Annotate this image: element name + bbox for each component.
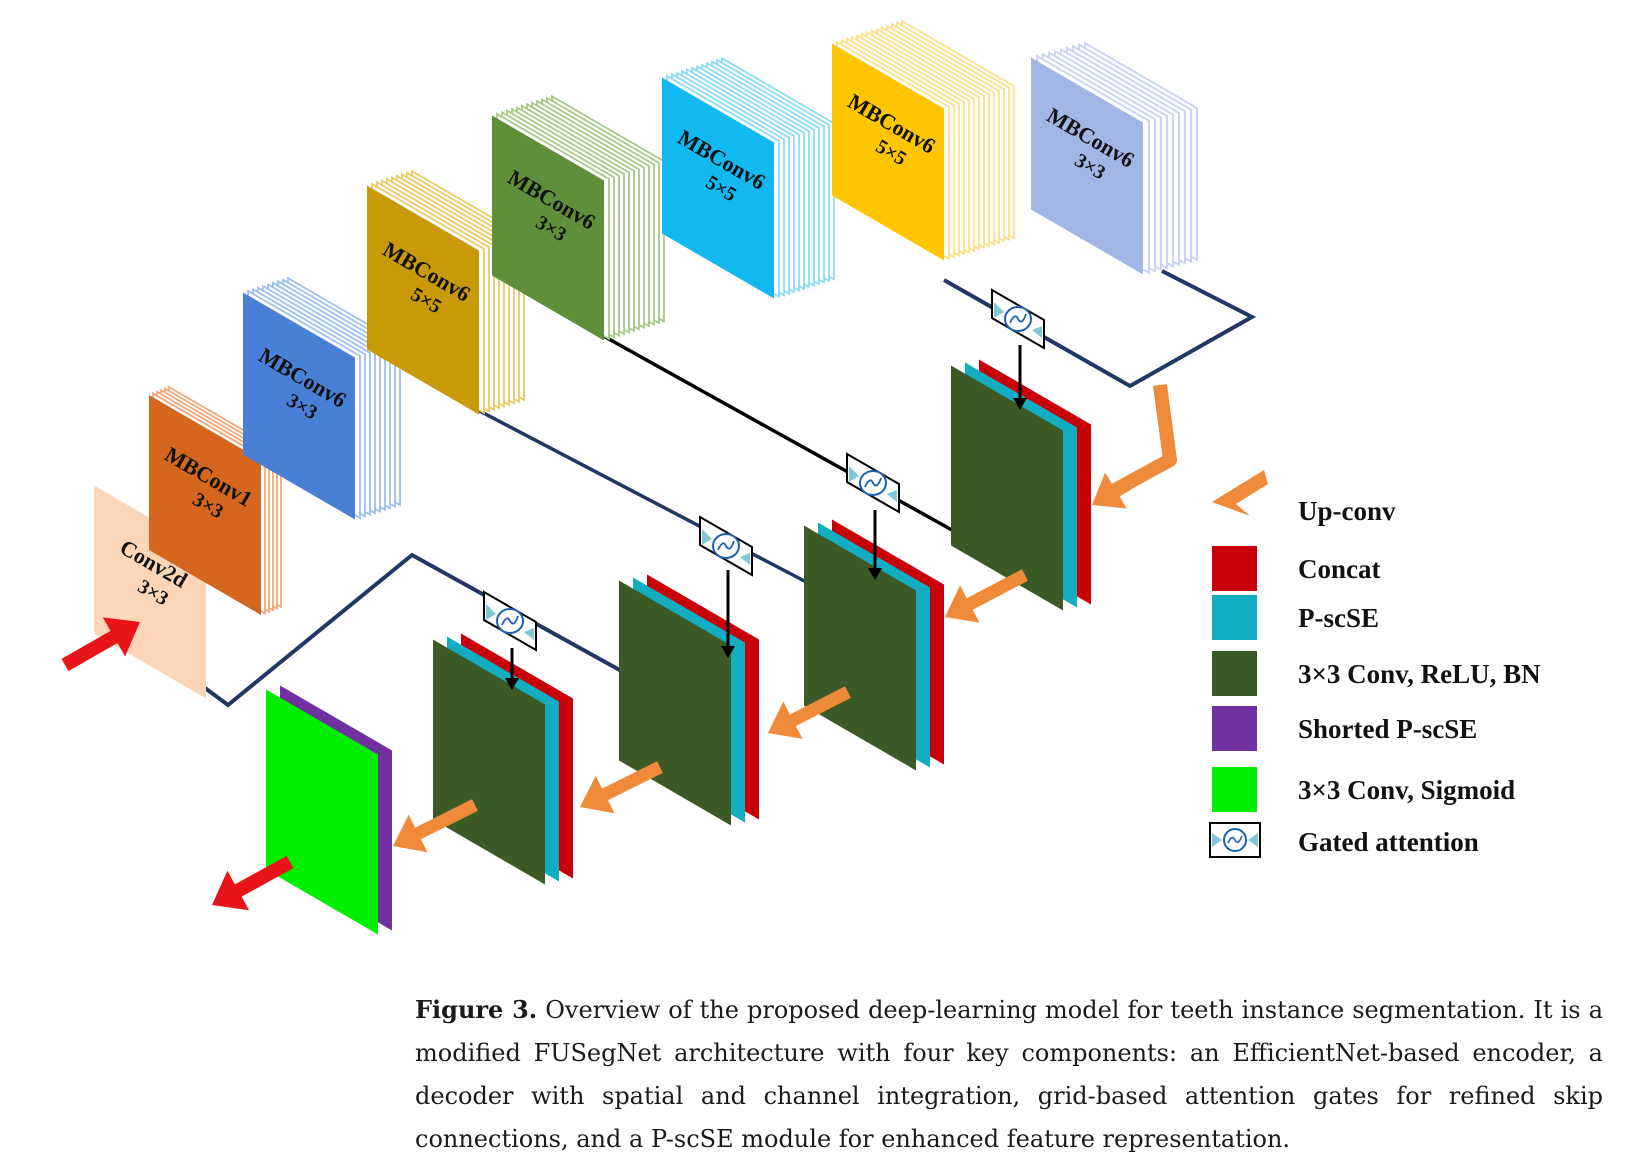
legend-swatch [1212, 651, 1257, 696]
input-arrow [61, 617, 141, 672]
encoder-block-face [367, 185, 479, 415]
gate-out [740, 553, 750, 565]
legend-item-7: Gated attention [1209, 822, 1479, 858]
legend-label: Concat [1298, 554, 1381, 584]
gated-attention-3 [699, 515, 753, 577]
conv-layer [951, 365, 1063, 611]
decoder-stack-4 [433, 633, 573, 885]
encoder-block-face [492, 115, 604, 341]
upconv-bend [1111, 384, 1177, 497]
conv-layer [804, 525, 916, 771]
arrow-body [1091, 472, 1134, 509]
upconv-arrow-1 [1091, 472, 1134, 509]
gate-arrow-head [505, 678, 519, 690]
upconv-arrow-4 [579, 761, 663, 814]
skip-line-2 [469, 404, 813, 587]
gated-attention-4 [483, 590, 537, 652]
gate-sigmoid [1009, 313, 1027, 324]
gate-in [486, 604, 496, 620]
legend-swatch [1212, 595, 1257, 640]
caption-label: Figure 3. [415, 995, 538, 1024]
upconv-arrow-5 [392, 799, 478, 853]
gated-attention-1 [991, 288, 1045, 350]
gate-sigmoid [501, 615, 519, 626]
legend-item-1: Up-conv [1212, 470, 1396, 526]
gate-arrow-head [1013, 398, 1027, 410]
caption-text: Overview of the proposed deep-learning m… [415, 996, 1604, 1153]
upconv-swatch-icon [1212, 470, 1268, 516]
gate-out [524, 628, 534, 640]
arrow-body [579, 761, 663, 814]
legend-item-3: P-scSE [1212, 595, 1379, 640]
gate-swatch-in [1212, 833, 1222, 847]
gate-out [1032, 326, 1042, 338]
encoder-block-face [662, 77, 774, 299]
gate-in [702, 529, 712, 545]
gate-in [994, 302, 1004, 318]
gate-in [849, 466, 859, 482]
conv-layer [619, 580, 731, 826]
sigmoid-layer [266, 689, 378, 935]
legend-label: P-scSE [1298, 603, 1379, 633]
legend-label: Up-conv [1298, 496, 1396, 526]
legend-item-5: Shorted P-scSE [1212, 706, 1477, 751]
legend-swatch [1212, 706, 1257, 751]
arrows [61, 384, 1177, 911]
output-arrow [211, 855, 294, 911]
encoder-block-face [832, 43, 944, 261]
legend-item-4: 3×3 Conv, ReLU, BN [1212, 651, 1541, 696]
encoder: Conv2d3×3MBConv13×3MBConv63×3MBConv65×5M… [94, 19, 1198, 699]
gate-arrow-head [721, 646, 735, 658]
conv-layer [433, 639, 545, 885]
arrow-body [768, 686, 851, 739]
arrow-body [392, 799, 478, 853]
legend-label: 3×3 Conv, Sigmoid [1298, 775, 1515, 805]
legend-label: Gated attention [1298, 827, 1479, 857]
legend-item-2: Concat [1212, 546, 1381, 591]
decoder-stack-3 [619, 574, 759, 826]
arrow-body [945, 569, 1029, 623]
legend-label: 3×3 Conv, ReLU, BN [1298, 659, 1541, 689]
decoder [266, 359, 1091, 935]
architecture-diagram: Conv2d3×3MBConv13×3MBConv63×3MBConv65×5M… [61, 19, 1541, 935]
decoder-stack-2 [804, 519, 944, 771]
gated-attention-2 [846, 452, 900, 514]
figure-caption: Figure 3. Overview of the proposed deep-… [415, 988, 1603, 1161]
upconv-arrow-2 [945, 569, 1029, 623]
encoder-block-face [243, 292, 355, 520]
gate-swatch-out [1248, 833, 1258, 847]
legend-swatch [1212, 767, 1257, 812]
output-stack [266, 685, 392, 935]
upconv-arrow-3 [768, 686, 851, 739]
decoder-stack-1 [951, 359, 1091, 611]
encoder-block-face [149, 395, 261, 615]
legend-item-6: 3×3 Conv, Sigmoid [1212, 767, 1515, 812]
gate-out [887, 490, 897, 502]
gate-sigmoid [864, 477, 882, 488]
legend-swatch [1212, 546, 1257, 591]
gate-sigmoid [717, 540, 735, 551]
arrow-body [211, 855, 294, 911]
gate-arrow-head [868, 568, 882, 580]
arrow-body [61, 617, 141, 672]
encoder-block-face [1031, 57, 1143, 275]
legend-label: Shorted P-scSE [1298, 714, 1477, 744]
gate-swatch-curve [1227, 835, 1243, 844]
attention-gates [483, 288, 1045, 690]
